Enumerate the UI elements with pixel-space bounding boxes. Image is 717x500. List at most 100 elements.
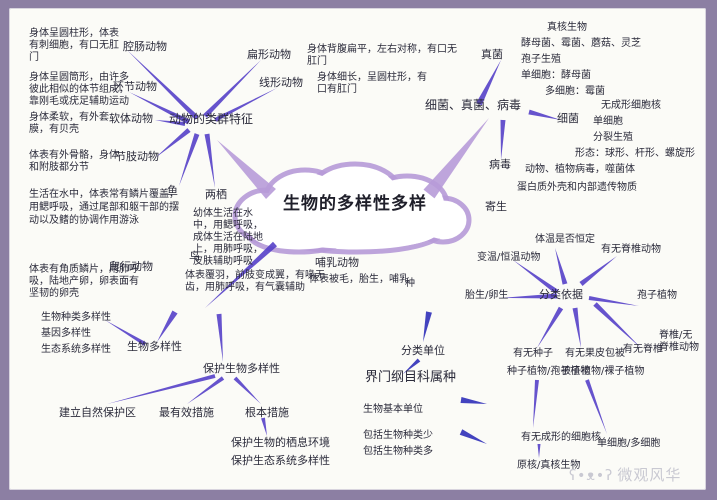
bird-desc: 体表覆羽，前肢变成翼，有喙无齿，用肺呼吸，有气囊辅助 [185, 270, 325, 293]
branch-stroke [579, 256, 617, 286]
branch-stroke [187, 376, 225, 404]
protection-root: 根本措施 [245, 406, 289, 419]
branch-stroke [572, 307, 581, 348]
bacteria-item: 单细胞 [593, 116, 623, 127]
taxonomy-large-scale: 包括生物种类多 [363, 446, 433, 457]
branch-lines [105, 50, 641, 458]
cnidaria-node: 腔肠动物 [123, 40, 167, 53]
branch-stroke [500, 119, 506, 160]
amphibian-node: 两栖 [205, 188, 227, 201]
branch-stroke [423, 118, 489, 199]
arthropod-node: 节肢动物 [115, 150, 159, 163]
branch-stroke [204, 133, 215, 188]
amphibian-desc: 幼体生活在水中，用鳃呼吸，成体生活在陆地上，用肺呼吸，皮肤辅助呼吸 [193, 208, 263, 267]
class-node-spine: 有无脊椎 [623, 344, 663, 355]
animals-main-node: 动物的类群特征 [169, 112, 254, 126]
protection-effective: 最有效措施 [159, 406, 214, 419]
fish-desc: 生活在水中，体表常有鳞片覆盖，用鳃呼吸，通过尾部和躯干部的摆动以及鳍的协调作用游… [29, 189, 179, 226]
branch-stroke [261, 417, 267, 436]
flatworm-node: 扁形动物 [247, 48, 291, 61]
class-fruit-result: 被子植物/裸子植物 [561, 366, 645, 377]
branch-stroke [537, 306, 564, 348]
annelid-desc: 身体呈圆筒形，由许多彼此相似的体节组成，靠刚毛或疣足辅助运动 [29, 72, 129, 107]
branch-stroke [205, 241, 278, 308]
roundworm-node: 线形动物 [259, 76, 303, 89]
watermark-text: 微观风华 [617, 466, 682, 484]
branch-stroke [555, 248, 568, 285]
classification-main-node: 分类依据 [539, 288, 583, 301]
virus-item: 动物、植物病毒，噬菌体 [525, 164, 635, 175]
title-cloud [232, 161, 472, 255]
mollusk-node: 软体动物 [109, 112, 153, 125]
protection-measure1: 保护生物的栖息环境 [231, 436, 330, 449]
diversity-main-node: 生物多样性 [127, 340, 182, 353]
protection-main-node: 保护生物多样性 [203, 362, 280, 375]
branch-stroke [233, 376, 261, 404]
class-node-fruit: 有无果皮包被 [565, 348, 625, 359]
virus-life: 寄生 [485, 200, 507, 213]
fungi-item: 酵母菌、霉菌、蘑菇、灵芝 [521, 38, 641, 49]
bacteria-item: 形态：球形、杆形、螺旋形 [575, 148, 695, 159]
class-node-seed: 有无种子 [513, 348, 553, 359]
branch-stroke [585, 379, 607, 434]
bear-icon: ʕ•ᴥ•ʔ [569, 468, 614, 484]
bacteria-node: 细菌 [557, 112, 579, 125]
bacteria-item: 分裂生殖 [593, 132, 633, 143]
arthropod-desc: 体表有外骨骼，身体和附肢都分节 [29, 150, 119, 173]
taxonomy-main-node: 分类单位 [401, 344, 445, 357]
branch-stroke [593, 302, 641, 348]
class-node-mode: 胎生/卵生 [465, 290, 509, 301]
protection-measure2: 保护生态系统多样性 [231, 454, 330, 467]
class-node-top: 体温是否恒定 [535, 234, 595, 245]
diversity-item: 生物种类多样性 [41, 312, 111, 323]
taxonomy-small-scale: 包括生物种类少 [363, 430, 433, 441]
fungi-node: 真菌 [481, 48, 503, 61]
branch-stroke [423, 311, 432, 342]
taxonomy-species-note: 种 [405, 278, 415, 289]
branch-stroke [203, 60, 261, 118]
mammal-node: 哺乳动物 [315, 256, 359, 269]
class-node-temp: 变温/恒温动物 [477, 252, 541, 263]
branch-stroke [107, 374, 216, 404]
reptile-desc: 体表有角质鳞片，用肺呼吸，陆地产卵，卵表面有坚韧的卵壳 [29, 264, 139, 299]
reptile-node: 爬行动物 [109, 260, 153, 273]
branch-stroke [127, 50, 199, 120]
branch-stroke [537, 444, 541, 458]
fungi-item: 单细胞：酵母菌 [521, 70, 591, 81]
fungi-item: 孢子生殖 [521, 54, 561, 65]
branch-stroke [214, 88, 277, 122]
taxonomy-basic-unit: 生物基本单位 [363, 404, 423, 415]
flatworm-desc: 身体背腹扁平，左右对称，有口无肛门 [307, 44, 457, 67]
branch-strokes [105, 50, 641, 458]
branch-stroke [403, 358, 421, 374]
class-node-flower: 单细胞/多细胞 [597, 438, 661, 449]
bacteria-item: 无成形细胞核 [601, 100, 661, 111]
virus-node: 病毒 [489, 158, 511, 171]
roundworm-desc: 身体细长，呈圆柱形，有口有肛门 [317, 72, 427, 95]
virus-item: 蛋白质外壳和内部遗传物质 [517, 182, 637, 193]
class-node-body: 原核/真核生物 [517, 460, 581, 471]
bird-node: 鸟 [189, 250, 200, 263]
branch-stroke [105, 320, 147, 346]
protection-reserve: 建立自然保护区 [59, 406, 136, 419]
branch-stroke [476, 60, 501, 106]
branch-stroke [588, 296, 639, 306]
class-spore-plant: 孢子植物 [637, 290, 677, 301]
diversity-item: 基因多样性 [41, 328, 91, 339]
class-node-backbone: 脊椎/无脊椎动物 [659, 330, 699, 353]
fungi-item: 多细胞：霉菌 [545, 86, 605, 97]
map-title: 生物的多样性多样 [283, 194, 427, 214]
fish-node: 鱼 [167, 184, 178, 197]
class-seed-result: 种子植物/孢子植物 [507, 366, 591, 377]
taxonomy-ranks: 界门纲目科属种 [365, 370, 457, 385]
branch-stroke [129, 92, 191, 125]
branch-stroke [155, 128, 191, 158]
diversity-item: 生态系统多样性 [41, 344, 111, 355]
fungi-item: 真核生物 [547, 22, 587, 33]
branch-stroke [460, 397, 487, 404]
cloud-fill [252, 219, 346, 249]
cnidaria-desc: 身体呈圆柱形，体表有刺细胞，有口无肛门 [29, 28, 119, 63]
branch-stroke [533, 379, 539, 428]
class-node-reproduction: 有无脊椎动物 [601, 244, 661, 255]
